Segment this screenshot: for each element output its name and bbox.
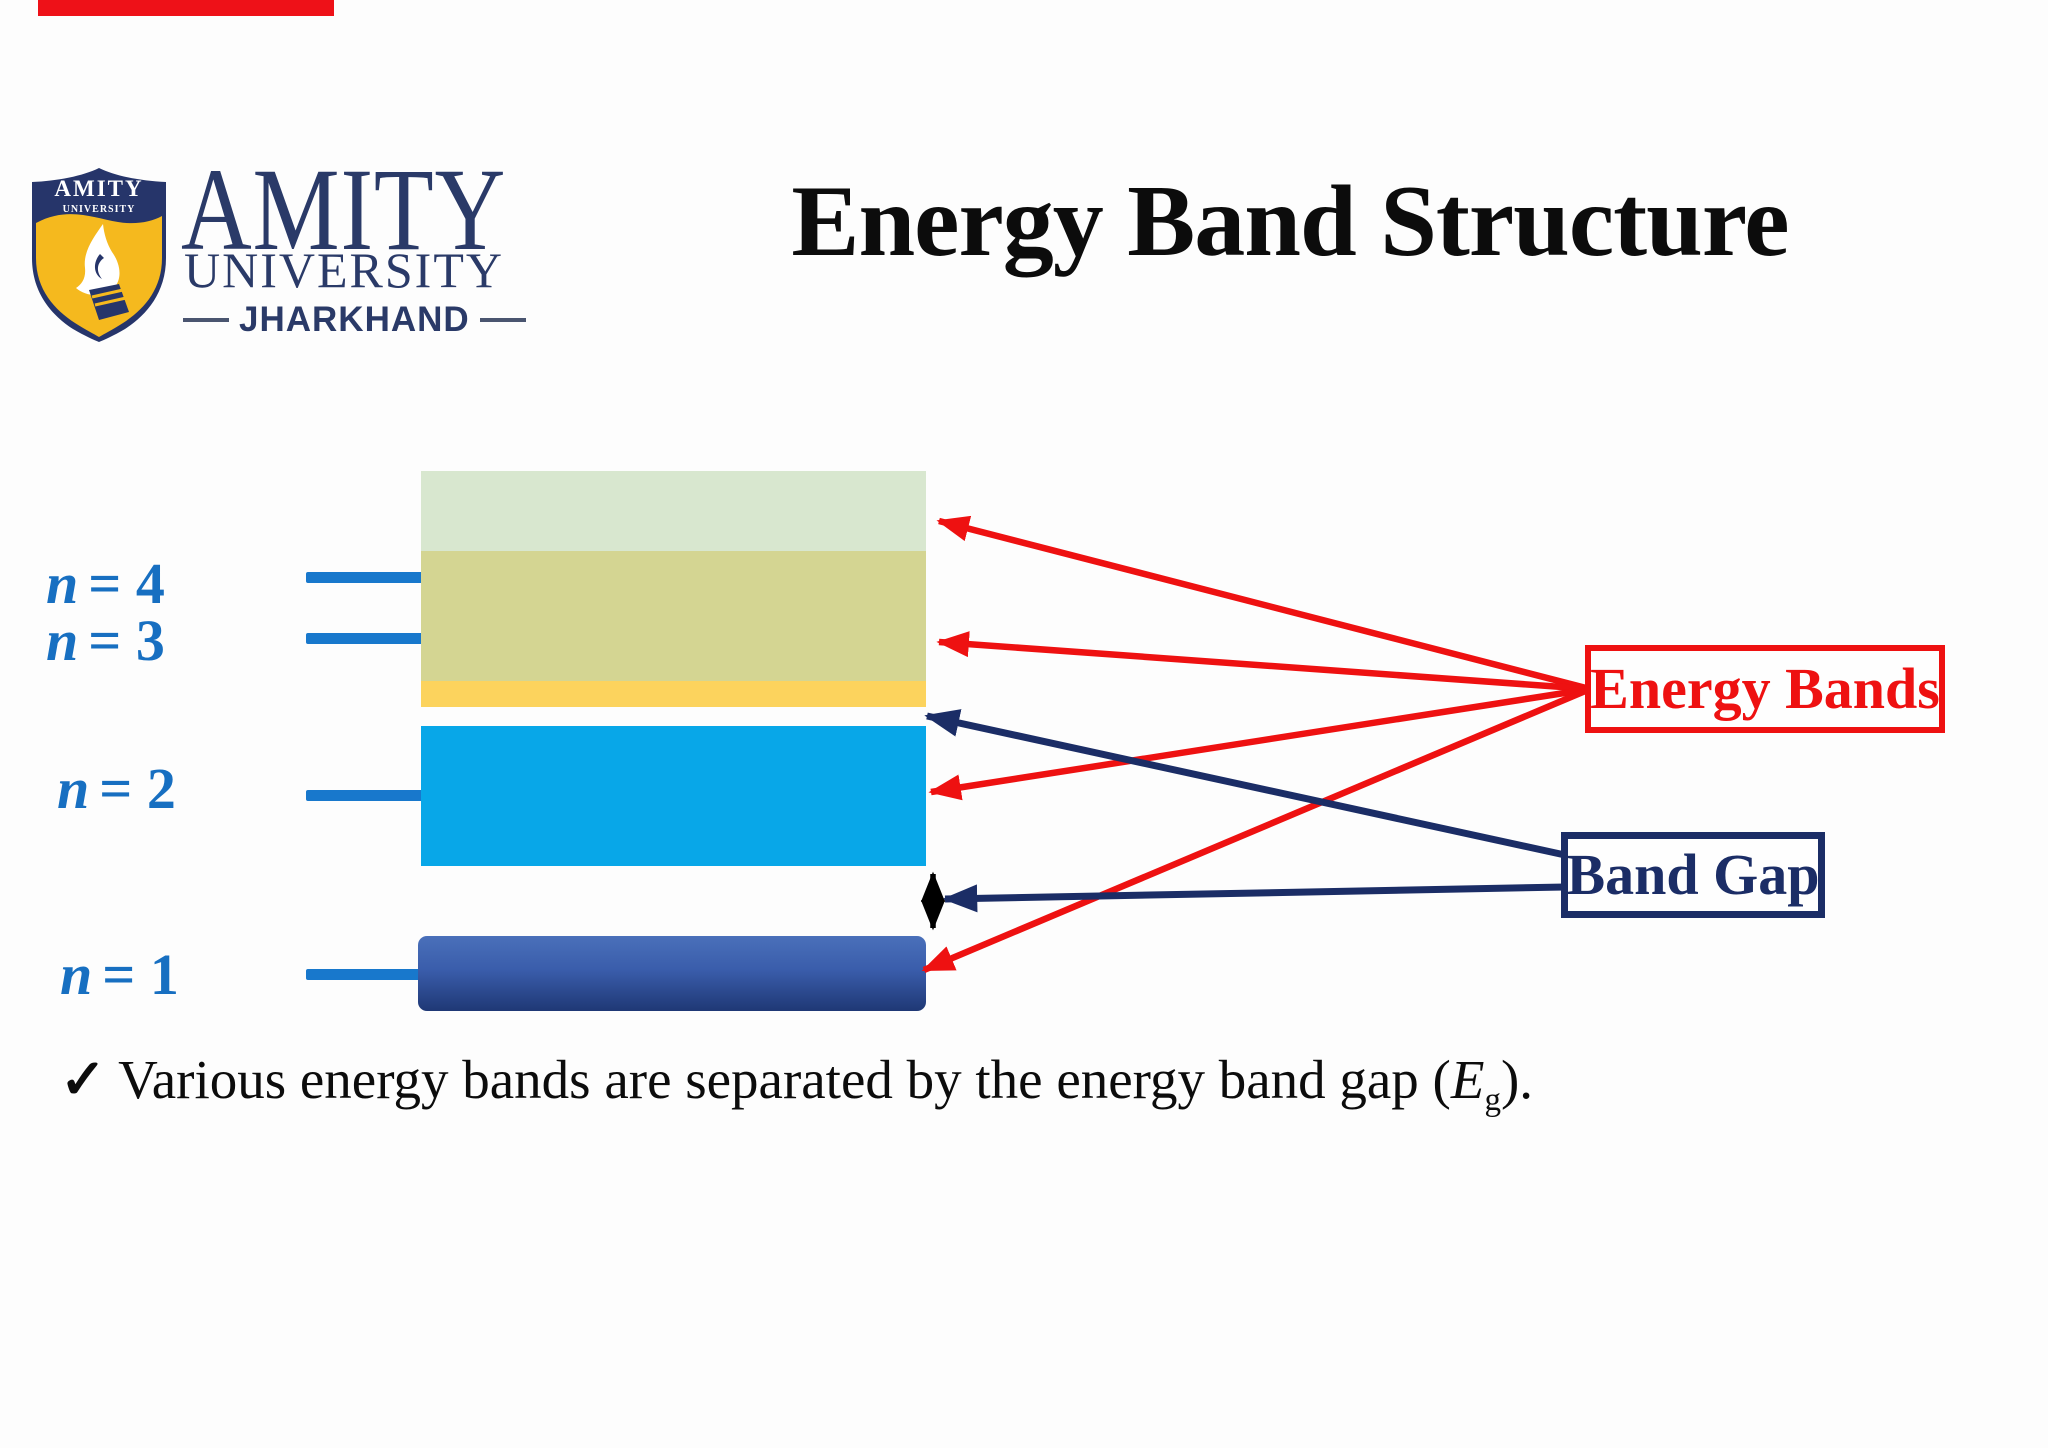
level-label-n4: n= 4 — [46, 555, 165, 613]
energy-band-olive — [421, 551, 926, 681]
level-dash-n1 — [306, 969, 427, 980]
red-arrow-to-band-green — [936, 515, 1591, 693]
level-eq: = 3 — [88, 608, 165, 673]
navy-arrow-to-lower-gap — [942, 883, 1566, 913]
level-eq: = 2 — [99, 756, 176, 821]
level-eq: = 1 — [102, 942, 179, 1007]
level-label-n1: n= 1 — [60, 946, 179, 1004]
energy-band-cyan — [421, 726, 926, 866]
band-gap-label: Band Gap — [1566, 842, 1820, 907]
footnote-text: Various energy bands are separated by th… — [118, 1049, 1451, 1110]
level-var: n — [46, 608, 79, 673]
jharkhand-right-rule — [479, 318, 526, 322]
shield-text-amity: AMITY — [54, 176, 143, 201]
level-var: n — [60, 942, 93, 1007]
jharkhand-left-rule — [183, 318, 229, 322]
red-arrow-to-band-blue — [921, 686, 1592, 973]
energy-band-upper-green — [421, 471, 926, 551]
navy-arrow-to-upper-gap — [924, 709, 1566, 859]
level-label-n2: n= 2 — [57, 760, 176, 818]
energy-bands-label: Energy Bands — [1590, 656, 1940, 721]
logo-wordmark-amity: AMITY — [181, 144, 507, 275]
flame-curl — [94, 254, 104, 279]
red-arrow-to-band-olive — [936, 631, 1591, 693]
shield-text-university: UNIVERSITY — [63, 204, 136, 215]
footnote-symbol-E: E — [1450, 1049, 1485, 1110]
level-var: n — [57, 756, 90, 821]
footnote-subscript-g: g — [1484, 1082, 1501, 1118]
level-dash-n4 — [306, 572, 427, 583]
footnote-close: ). — [1500, 1049, 1534, 1110]
logo-wordmark-jharkhand: JHARKHAND — [183, 300, 526, 340]
level-dash-n3 — [306, 633, 427, 644]
video-progress-bar — [38, 0, 334, 16]
level-var: n — [46, 551, 79, 616]
footnote: ✓Various energy bands are separated by t… — [60, 1048, 1820, 1120]
slide-title: Energy Band Structure — [791, 165, 1789, 278]
energy-band-dark-blue — [418, 936, 926, 1011]
level-dash-n2 — [306, 790, 427, 801]
amity-shield-icon: AMITY UNIVERSITY — [32, 168, 166, 342]
band-gap-callout: Band Gap — [1561, 832, 1825, 918]
checkmark-icon: ✓ — [60, 1049, 107, 1110]
logo-wordmark-university: UNIVERSITY — [184, 242, 504, 298]
level-eq: = 4 — [88, 551, 165, 616]
red-arrow-to-band-cyan — [928, 685, 1591, 801]
level-label-n3: n= 3 — [46, 612, 165, 670]
energy-bands-callout: Energy Bands — [1585, 645, 1945, 733]
jharkhand-text: JHARKHAND — [239, 300, 470, 339]
energy-band-yellow — [421, 681, 926, 707]
torch-stripes — [91, 288, 127, 307]
